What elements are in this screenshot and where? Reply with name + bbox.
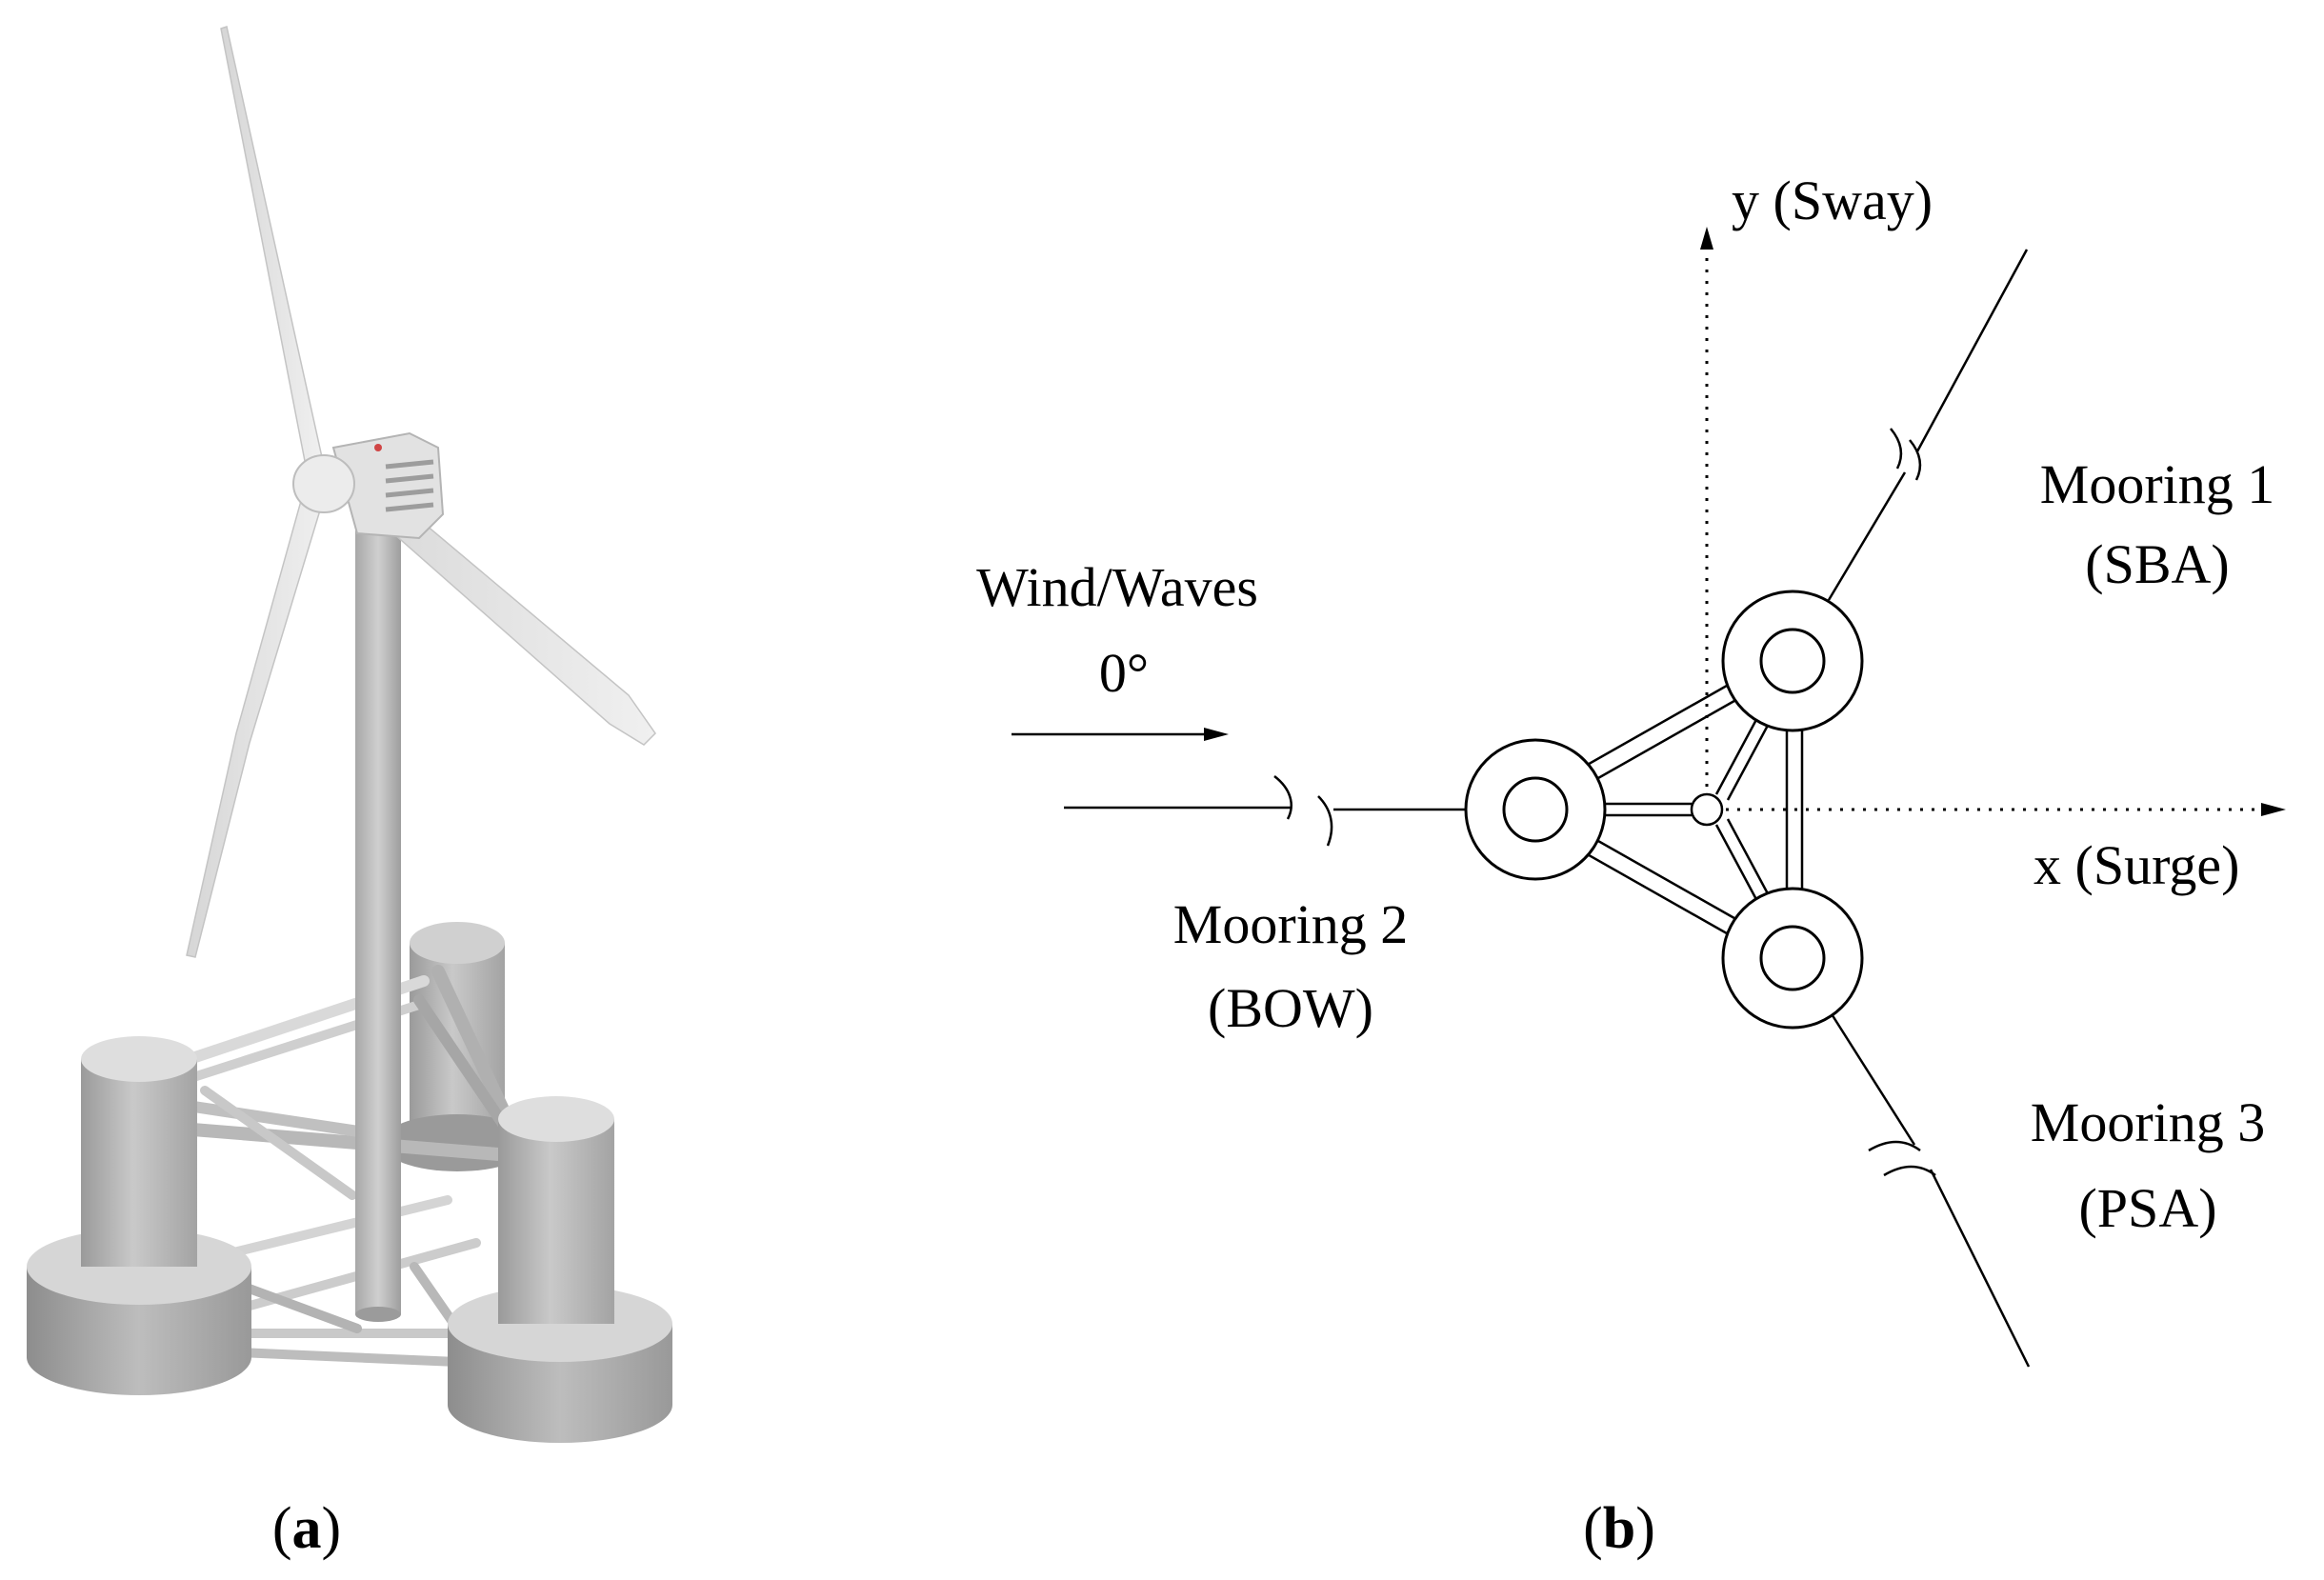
y-axis-arrowhead xyxy=(1700,227,1713,250)
floating-wind-turbine-render xyxy=(27,26,672,1443)
nacelle xyxy=(292,431,445,540)
mooring-line-3 xyxy=(1827,1009,2031,1368)
mooring-2-tag: (BOW) xyxy=(1208,977,1373,1039)
panel-label-a: (a) xyxy=(272,1496,341,1561)
x-axis-label: x (Surge) xyxy=(2034,834,2239,896)
tower xyxy=(355,440,401,1322)
mooring-layout-diagram xyxy=(1012,227,2286,1368)
mooring-1-tag: (SBA) xyxy=(2085,533,2229,595)
wind-arrowhead xyxy=(1204,728,1229,741)
panel-label-b: (b) xyxy=(1583,1496,1655,1561)
right-column xyxy=(448,1096,672,1443)
mooring-1-label: Mooring 1 xyxy=(2040,453,2275,515)
left-column xyxy=(27,1036,251,1395)
y-axis-label: y (Sway) xyxy=(1732,170,1933,231)
bow-column xyxy=(1464,738,1607,881)
mooring-2-label: Mooring 2 xyxy=(1173,893,1409,955)
center-column xyxy=(1690,792,1724,827)
mooring-line-2 xyxy=(1064,775,1465,847)
wind-angle-label: 0° xyxy=(1099,642,1149,704)
mooring-3-tag: (PSA) xyxy=(2078,1177,2216,1239)
x-axis-arrowhead xyxy=(2261,803,2286,816)
psa-column xyxy=(1721,887,1864,1030)
mooring-3-label: Mooring 3 xyxy=(2031,1091,2266,1153)
sba-column xyxy=(1721,590,1864,732)
mooring-line-1 xyxy=(1827,249,2029,601)
wind-waves-label: Wind/Waves xyxy=(976,556,1258,618)
